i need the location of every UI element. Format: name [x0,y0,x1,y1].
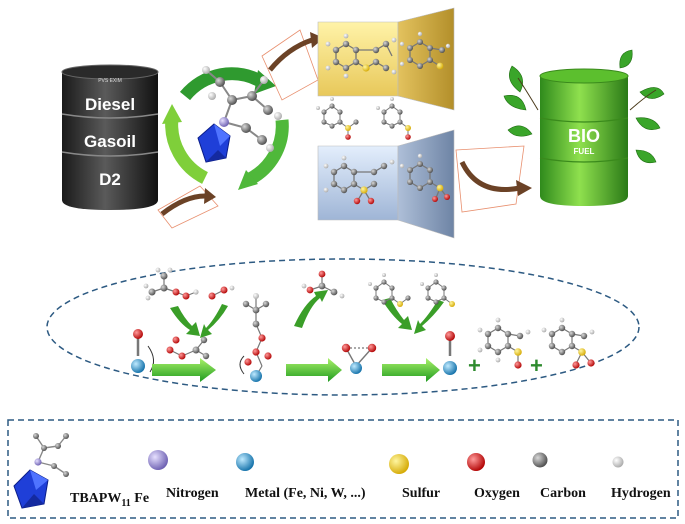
tert-butanol-molecule [301,270,345,299]
intermediate-2 [239,293,272,382]
flow-arrow-panels-to-biofuel [455,145,532,213]
legend-item-nitrogen: Nitrogen [148,450,219,501]
legend-item-carbon: Carbon [532,452,586,501]
flow-arrow-catalyst-to-panels [261,29,324,101]
intermediate-1 [166,336,210,360]
mechanism-region: + + [46,258,640,396]
legend: TBAPW11 Fe Nitrogen Metal (Fe, Ni, W, ..… [7,419,679,519]
sulfone-compounds-panel [317,129,455,239]
legend-item-hydrogen: Hydrogen [611,456,671,501]
plus-sign-1: + [468,353,481,378]
sulfoxide-product [477,317,531,369]
sulfone-product [541,317,595,369]
catalyst-recycle-cycle [162,66,289,190]
catalyst-icon [13,433,69,509]
barrel-label-d2: D2 [99,170,121,189]
sulfur-compounds-panel [317,7,455,111]
legend-label-carbon: Carbon [540,486,586,501]
biofuel-title: BIO [568,126,600,146]
dibenzothiophene-molecule [325,33,397,79]
metal-peroxo-intermediate [341,343,377,374]
mechanism-sulfur-substrates [368,273,455,307]
oxidant-molecule-1 [143,267,199,301]
plus-sign-2: + [530,353,543,378]
legend-item-metal: Metal (Fe, Ni, W, ...) [236,453,366,501]
benzothiophene-sulfone-molecule [399,153,450,202]
legend-label-metal: Metal (Fe, Ni, W, ...) [245,486,366,501]
barrel-tag: PVS EXIM [98,78,122,84]
legend-label-oxygen: Oxygen [474,486,520,501]
fossil-fuel-barrel: PVS EXIM Diesel Gasoil D2 [61,64,159,210]
barrel-label-gasoil: Gasoil [84,132,136,151]
biofuel-barrel: BIO FUEL [503,49,665,206]
legend-catalyst-label: TBAPW11 Fe [70,491,149,509]
metal-oxo-site-2 [443,331,457,375]
curved-arrows [170,290,444,338]
legend-label-sulfur: Sulfur [402,486,440,501]
leaf-sprouts [503,49,665,164]
biofuel-subtitle: FUEL [574,147,595,156]
legend-item-sulfur: Sulfur [389,454,440,501]
benzothiophene-molecule [399,31,451,70]
reaction-step-arrows [152,358,440,382]
dibenzothiophene-sulfone-molecule [323,155,395,205]
flow-arrow-barrel-to-catalyst [157,185,219,229]
legend-label-hydrogen: Hydrogen [611,486,671,501]
legend-item-oxygen: Oxygen [467,453,520,501]
legend-label-nitrogen: Nitrogen [166,486,219,501]
barrel-label-diesel: Diesel [85,95,135,114]
sulfoxide-molecules-row [316,97,411,140]
oxygen-molecule [208,285,235,300]
metal-oxo-site-1 [131,329,154,373]
